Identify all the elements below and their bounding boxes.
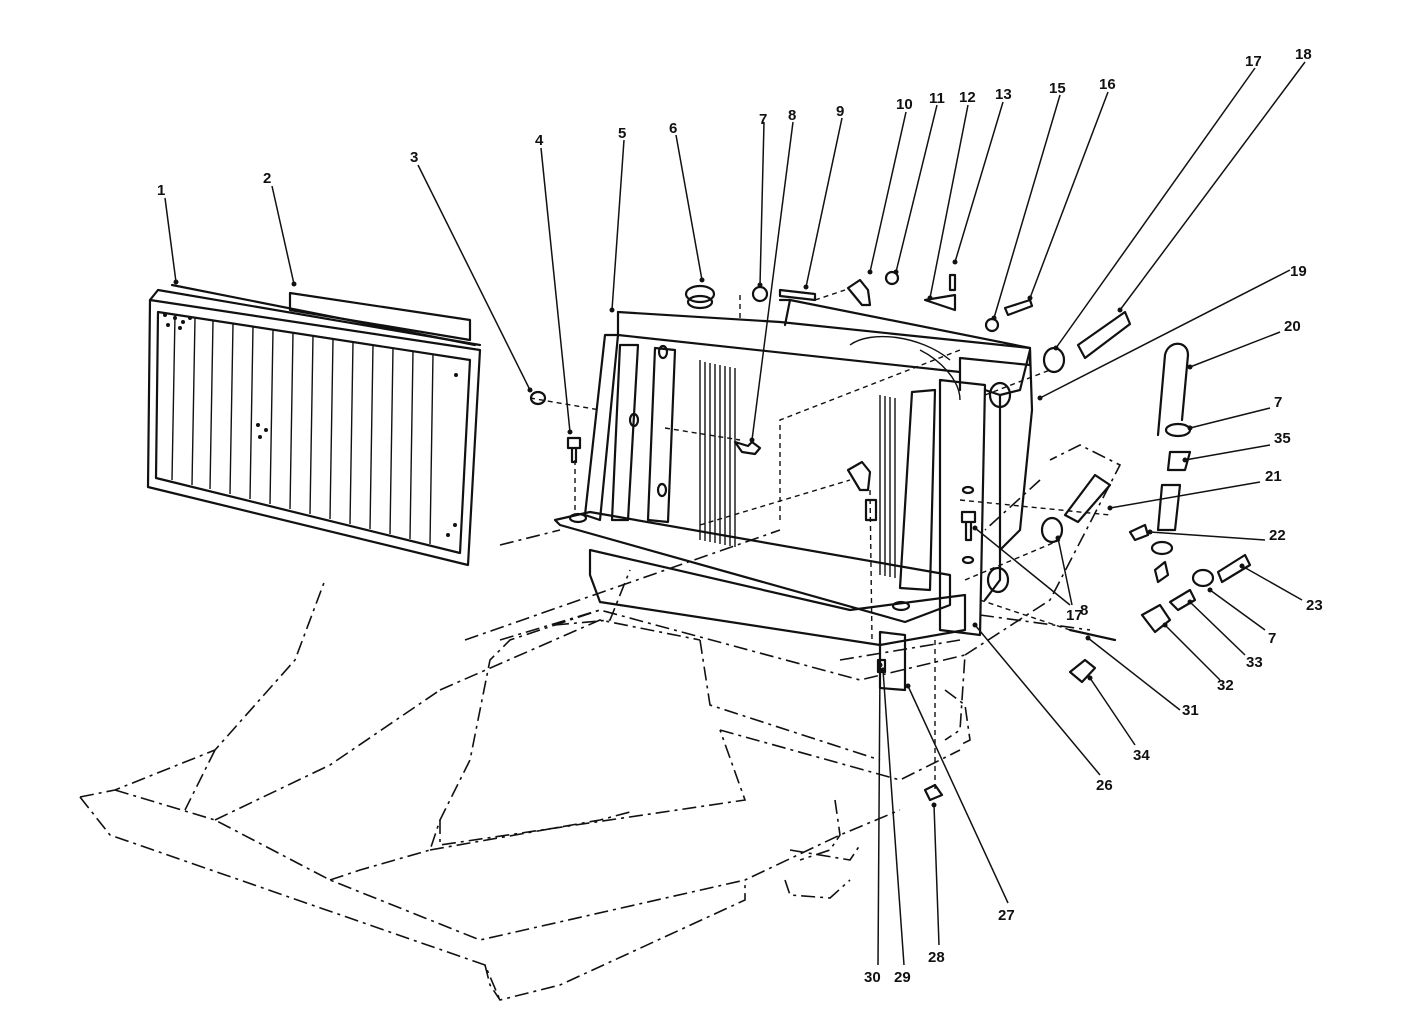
callout-4: 4	[535, 132, 544, 149]
callout-16: 16	[1099, 76, 1116, 93]
callout-27: 27	[998, 907, 1015, 924]
callout-2: 2	[263, 170, 271, 187]
callout-17b: 17	[1066, 607, 1083, 624]
callout-17a: 17	[1245, 53, 1262, 70]
callout-30: 30	[864, 969, 881, 986]
callout-26: 26	[1096, 777, 1113, 794]
callout-31: 31	[1182, 702, 1199, 719]
callout-13: 13	[995, 86, 1012, 103]
callout-34: 34	[1133, 747, 1150, 764]
callout-33: 33	[1246, 654, 1263, 671]
callout-9: 9	[836, 103, 844, 120]
callout-1: 1	[157, 182, 165, 199]
callout-11: 11	[929, 90, 945, 107]
callout-12: 12	[959, 89, 976, 106]
callout-8a: 8	[788, 107, 796, 124]
callout-6: 6	[669, 120, 677, 137]
callout-20: 20	[1284, 318, 1301, 335]
assembly-guide-lines	[529, 289, 1111, 790]
callout-32: 32	[1217, 677, 1234, 694]
callout-7a: 7	[759, 111, 767, 128]
callout-7b: 7	[1274, 394, 1282, 411]
callout-8b: 8	[1080, 602, 1088, 619]
callout-22: 22	[1269, 527, 1286, 544]
callout-3: 3	[410, 149, 418, 166]
callout-5: 5	[618, 125, 626, 142]
hardware-parts	[529, 270, 1252, 802]
callout-29: 29	[894, 969, 911, 986]
radiator-frame	[553, 298, 1034, 692]
callout-19: 19	[1290, 263, 1307, 280]
callout-28: 28	[928, 949, 945, 966]
callout-labels: 1 2 3 4 5 6 7 8 9 10 11 12 13 15 16 17 1…	[157, 46, 1323, 986]
chassis-frame-outline	[79, 444, 1122, 1001]
callout-leader-lines	[164, 61, 1306, 966]
callout-10: 10	[896, 96, 913, 113]
callout-21: 21	[1265, 468, 1282, 485]
callout-35: 35	[1274, 430, 1291, 447]
callout-18: 18	[1295, 46, 1312, 63]
callout-7c: 7	[1268, 630, 1276, 647]
callout-23: 23	[1306, 597, 1323, 614]
callout-15: 15	[1049, 80, 1066, 97]
radiator-screen-assembly	[146, 283, 482, 567]
